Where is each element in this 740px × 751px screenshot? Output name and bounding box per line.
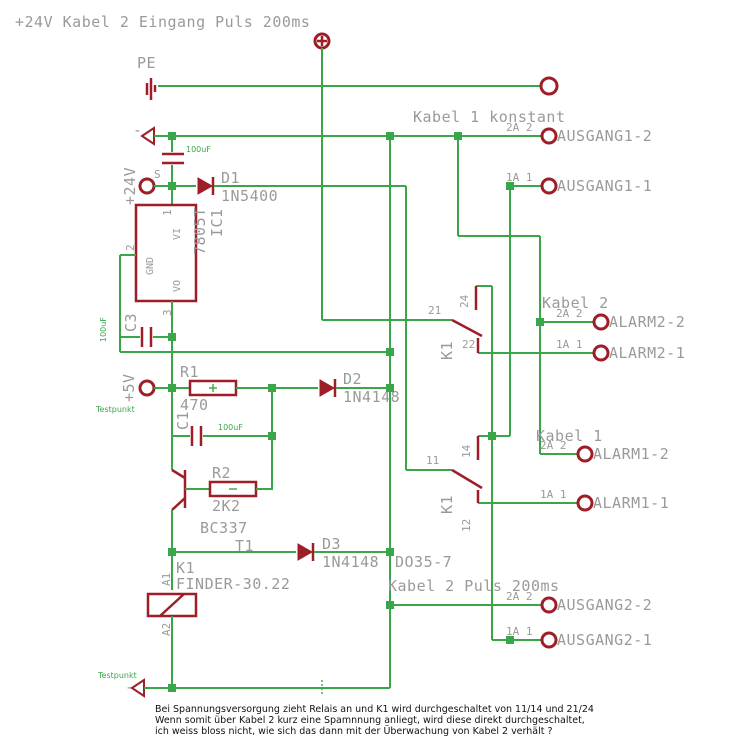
v24-label: +24V (121, 167, 139, 205)
svg-text:R1: R1 (180, 363, 199, 381)
testpoint-label-2: Testpunkt (97, 671, 137, 680)
svg-text:BC337: BC337 (200, 519, 248, 537)
relay-k1-coil: K1 FINDER-30.22 A1 A2 (146, 559, 290, 636)
gnd-bottom-label: - (125, 678, 135, 696)
relay-k1-switch-a: 21 22 24 K1 (428, 286, 483, 360)
svg-text:100uF: 100uF (186, 145, 211, 154)
svg-text:ALARM1-2: ALARM1-2 (593, 445, 669, 463)
gnd-top-label: - (133, 121, 143, 139)
svg-text:C3: C3 (122, 313, 140, 332)
svg-text:IC1: IC1 (208, 208, 226, 237)
svg-text:1A 1: 1A 1 (556, 338, 583, 351)
pe-pad[interactable] (539, 76, 559, 96)
svg-text:VI: VI (172, 228, 183, 240)
svg-text:24: 24 (458, 294, 471, 308)
svg-text:11: 11 (426, 454, 439, 467)
kabel2-label: Kabel 2 (542, 294, 609, 312)
relay-k1-switch-b: 11 12 14 K1 (426, 436, 483, 532)
svg-text:AUSGANG2-1: AUSGANG2-1 (557, 631, 652, 649)
diode-d3: D3 1N4148 DO35-7 (297, 535, 452, 571)
svg-text:2A 2: 2A 2 (540, 439, 567, 452)
svg-text:22: 22 (462, 338, 475, 351)
kabel1-konstant-label: Kabel 1 konstant (413, 108, 566, 126)
svg-text:R2: R2 (212, 464, 231, 482)
resistor-r2: R2 2K2 (208, 464, 258, 515)
svg-text:T1: T1 (235, 537, 254, 555)
cap-top-100uf: 100uF (162, 136, 211, 205)
svg-text:D1: D1 (221, 169, 240, 187)
svg-text:K1: K1 (438, 341, 456, 360)
svg-text:1N5400: 1N5400 (221, 187, 278, 205)
svg-text:ALARM2-1: ALARM2-1 (609, 344, 685, 362)
input-24v-pad[interactable] (313, 32, 331, 50)
kabel1-label: Kabel 1 (536, 427, 603, 445)
svg-text:K1: K1 (176, 559, 195, 577)
testpoint-label-1: Testpunkt (95, 405, 135, 414)
svg-text:DO35-7: DO35-7 (395, 553, 452, 571)
svg-text:D3: D3 (322, 535, 341, 553)
connector-alarm2-1[interactable]: 1A 1 ALARM2-1 (478, 338, 685, 362)
svg-text:2: 2 (124, 244, 137, 251)
svg-text:470: 470 (180, 396, 209, 414)
svg-text:ALARM1-1: ALARM1-1 (593, 494, 669, 512)
svg-text:AUSGANG1-1: AUSGANG1-1 (557, 177, 652, 195)
svg-text:1N4148: 1N4148 (322, 553, 379, 571)
svg-text:100uF: 100uF (218, 423, 243, 432)
svg-text:A1: A1 (160, 573, 173, 586)
gnd-top-arrow (140, 126, 155, 146)
connector-ausgang1-1[interactable]: 1A 1 AUSGANG1-1 (506, 171, 652, 195)
origin-cross-icon (314, 680, 330, 696)
v24-pad[interactable] (138, 177, 156, 195)
svg-text:2A 2: 2A 2 (556, 307, 583, 320)
svg-text:14: 14 (460, 444, 473, 458)
svg-text:C1: C1 (174, 411, 192, 430)
cap-c3: C3 100uF (99, 313, 172, 347)
connector-ausgang1-2[interactable]: 2A 2 AUSGANG1-2 (506, 121, 652, 145)
svg-text:12: 12 (460, 519, 473, 532)
connector-ausgang2-1[interactable]: 1A 1 AUSGANG2-1 (492, 625, 652, 649)
pe-label: PE (137, 54, 156, 72)
svg-text:1N4148: 1N4148 (343, 388, 400, 406)
connector-ausgang2-2[interactable]: 2A 2 AUSGANG2-2 (390, 590, 652, 614)
ic1-7805t: 1 2 3 VI GND VO 7805T IC1 (124, 203, 226, 316)
diode-d2: D2 1N4148 (319, 370, 400, 406)
svg-text:2A 2: 2A 2 (506, 590, 533, 603)
schematic-title: +24V Kabel 2 Eingang Puls 200ms (15, 13, 310, 31)
svg-text:K1: K1 (438, 495, 456, 514)
svg-text:A2: A2 (160, 623, 173, 636)
diode-d1: D1 1N5400 (197, 169, 278, 205)
svg-text:1A 1: 1A 1 (540, 488, 567, 501)
connector-alarm1-2[interactable]: 2A 2 ALARM1-2 (540, 439, 669, 463)
svg-text:1A 1: 1A 1 (506, 171, 533, 184)
svg-text:1: 1 (161, 209, 174, 216)
note-line-1: Bei Spannungsversorgung zieht Relais an … (155, 704, 594, 715)
kabel2-puls-label: Kabel 2 Puls 200ms (388, 577, 560, 595)
connector-alarm1-1[interactable]: 1A 1 ALARM1-1 (478, 488, 669, 512)
pe-symbol (145, 78, 157, 100)
svg-text:1A 1: 1A 1 (506, 625, 533, 638)
svg-text:7805T: 7805T (191, 207, 209, 255)
v5-label: +5V (120, 373, 138, 402)
transistor-t1: BC337 T1 (171, 468, 254, 590)
note-line-3: ich weiss bloss nicht, wie sich das dann… (155, 726, 553, 737)
v5-pad[interactable] (138, 379, 156, 397)
svg-text:AUSGANG1-2: AUSGANG1-2 (557, 127, 652, 145)
cap-c1: C1 100uF (172, 411, 272, 446)
connector-alarm2-2[interactable]: 2A 2 ALARM2-2 (540, 307, 685, 331)
svg-text:FINDER-30.22: FINDER-30.22 (176, 575, 290, 593)
junctions (168, 132, 544, 692)
svg-text:2K2: 2K2 (212, 497, 241, 515)
note-line-2: Wenn somit über Kabel 2 kurz eine Spamnn… (155, 715, 585, 726)
svg-text:GND: GND (145, 257, 156, 275)
svg-text:AUSGANG2-2: AUSGANG2-2 (557, 596, 652, 614)
svg-text:D2: D2 (343, 370, 362, 388)
svg-text:ALARM2-2: ALARM2-2 (609, 313, 685, 331)
pin-s: S (154, 168, 161, 181)
svg-text:21: 21 (428, 304, 441, 317)
svg-text:100uF: 100uF (99, 317, 108, 342)
svg-text:3: 3 (161, 309, 174, 316)
svg-text:VO: VO (172, 280, 183, 292)
svg-text:2A 2: 2A 2 (506, 121, 533, 134)
